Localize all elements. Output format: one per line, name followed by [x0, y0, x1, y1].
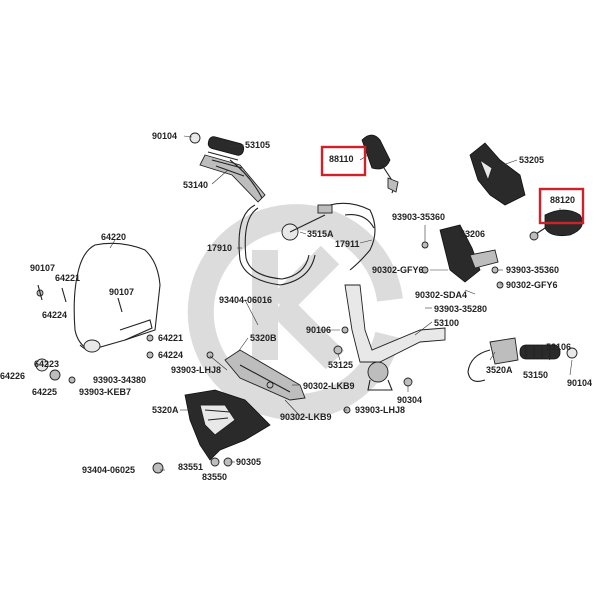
part-label: 90104 — [567, 378, 592, 388]
part-label: 17911 — [335, 239, 360, 249]
part-label: 53150 — [523, 370, 548, 380]
part-label: 53100 — [434, 318, 459, 328]
part-label: 93404-06016 — [219, 295, 272, 305]
part-label: 93903-34380 — [93, 375, 146, 385]
part-label: 90107 — [109, 287, 134, 297]
right-mirror-part — [529, 209, 583, 241]
part-label: 93903-LHJ8 — [171, 365, 221, 375]
switch-housing-part — [469, 142, 526, 206]
part-label: 64221 — [55, 273, 80, 283]
part-label: 93903-35360 — [392, 212, 445, 222]
throttle-grip-part — [189, 132, 266, 203]
part-label: 64224 — [158, 350, 183, 360]
part-label: 93903-KEB7 — [79, 387, 131, 397]
windscreen-part — [73, 242, 161, 353]
part-label: 90304 — [397, 395, 422, 405]
highlight-box-88110 — [320, 145, 367, 177]
part-label: 64221 — [158, 333, 183, 343]
throttle-cables-part — [238, 202, 376, 286]
part-label: 90302-LKB9 — [303, 381, 355, 391]
watermark-logo — [187, 204, 403, 421]
part-label: 83550 — [202, 472, 227, 482]
part-label: 83551 — [178, 462, 203, 472]
part-label: 90106 — [306, 325, 331, 335]
handlebar-part — [344, 284, 446, 391]
part-label: 53106 — [546, 342, 571, 352]
part-label: 90302-GFY6 — [506, 280, 558, 290]
part-label: 93404-06025 — [82, 465, 135, 475]
part-label: 90305 — [236, 457, 261, 467]
part-label: 3515A — [307, 229, 334, 239]
part-label: 53105 — [245, 140, 270, 150]
part-label: 90302-GFY6 — [372, 265, 424, 275]
part-labels: 90104 53105 53140 88110 53205 88120 6422… — [0, 131, 592, 482]
left-mirror-part — [361, 134, 399, 194]
part-label: 3520A — [486, 365, 513, 375]
part-label: 90302-LKB9 — [280, 412, 332, 422]
part-label: 88110 — [329, 154, 354, 164]
part-label: 93903-35360 — [506, 265, 559, 275]
part-label: 5320B — [250, 333, 277, 343]
part-label: 53206 — [460, 229, 485, 239]
bracket-part — [439, 224, 499, 283]
part-label: 53205 — [519, 155, 544, 165]
part-label: 64224 — [42, 310, 67, 320]
part-label: 17910 — [207, 243, 232, 253]
part-label: 90107 — [30, 263, 55, 273]
part-label: 64226 — [0, 371, 25, 381]
part-label: 53125 — [328, 360, 353, 370]
right-grip-part — [467, 337, 578, 382]
part-label: 88120 — [550, 195, 575, 205]
part-label: 5320A — [152, 405, 179, 415]
part-label: 64225 — [32, 387, 57, 397]
part-label: 90302-SDA4 — [415, 290, 467, 300]
front-cover-part — [184, 349, 306, 461]
part-label: 64220 — [101, 232, 126, 242]
part-label: 90104 — [152, 131, 177, 141]
part-label: 93903-LHJ8 — [355, 405, 405, 415]
part-label: 93903-35280 — [434, 304, 487, 314]
part-label: 53140 — [183, 180, 208, 190]
highlight-box-88120 — [538, 187, 585, 225]
part-label: 64223 — [34, 359, 59, 369]
